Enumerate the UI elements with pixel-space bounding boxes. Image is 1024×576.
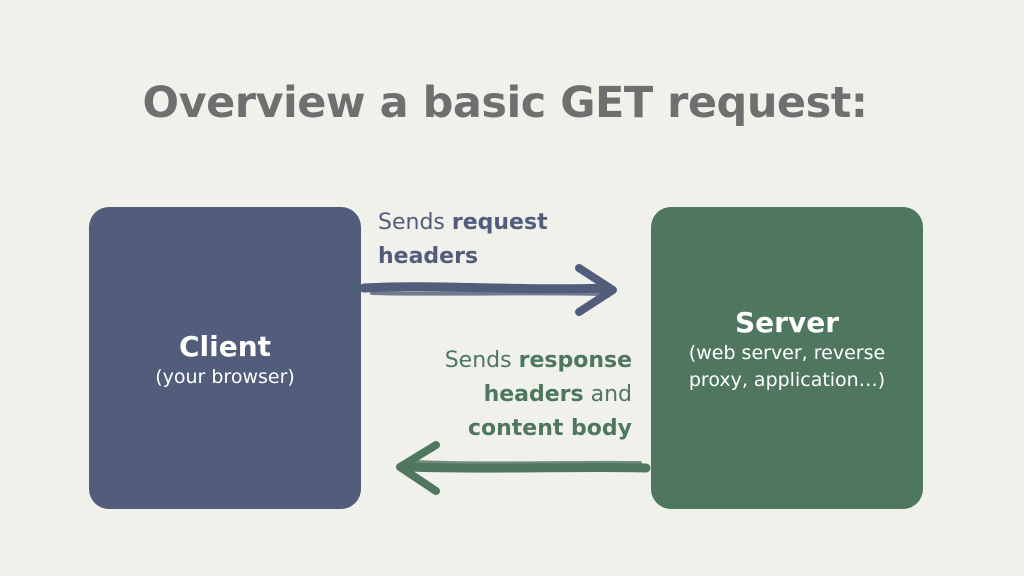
response-label-mid: and (583, 382, 632, 407)
request-label-bold: request headers (378, 210, 548, 269)
client-box: Client (your browser) (89, 207, 361, 509)
server-box: Server (web server, reverse proxy, appli… (651, 207, 923, 509)
response-arrow-icon (396, 441, 651, 495)
response-label: Sends response headers and content body (392, 344, 632, 446)
response-label-prefix: Sends (444, 348, 519, 373)
server-subtitle: (web server, reverse proxy, application…… (688, 342, 886, 391)
request-label: Sends request headers (378, 206, 618, 274)
diagram-title: Overview a basic GET request: (142, 78, 868, 128)
request-label-prefix: Sends (378, 210, 452, 235)
client-title: Client (178, 329, 272, 363)
response-label-bold-2: content body (467, 416, 632, 441)
request-arrow-icon (359, 264, 617, 316)
client-subtitle: (your browser) (155, 365, 295, 388)
response-label-bold-1: response headers (483, 348, 632, 407)
server-title: Server (734, 306, 839, 339)
